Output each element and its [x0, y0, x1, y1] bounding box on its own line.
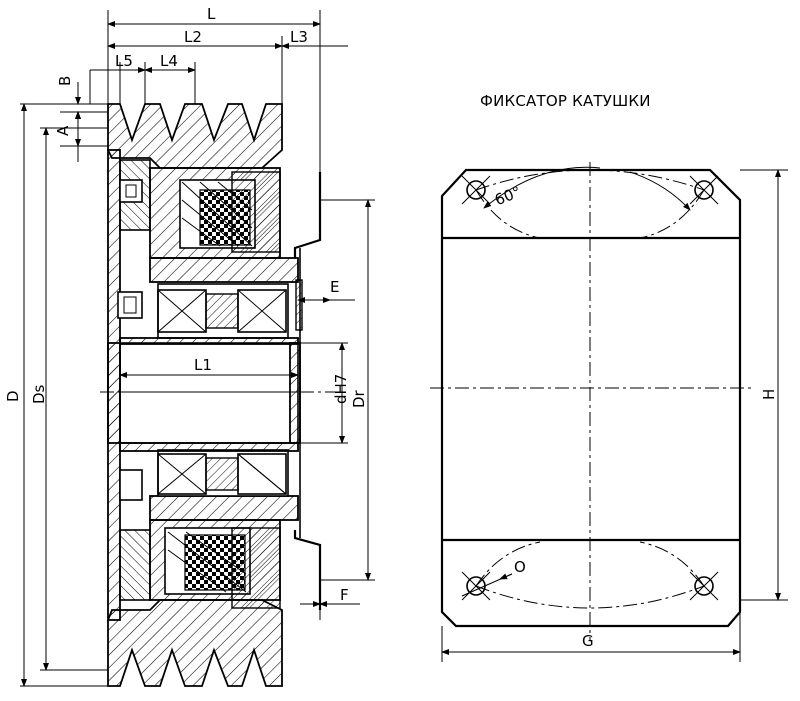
screw-mid	[117, 291, 143, 319]
dim-label-dH7: dH7	[332, 374, 350, 404]
dim-label-G: G	[582, 632, 594, 650]
dim-label-L4: L4	[160, 52, 178, 70]
left-dimensions: L L2 L3 L5 L4 B A D Ds E	[4, 5, 375, 687]
dim-label-L3: L3	[290, 28, 308, 46]
dim-label-L2: L2	[184, 28, 202, 46]
screw-top	[119, 179, 143, 203]
angle-label: 60°	[492, 183, 523, 210]
hub-bottom	[149, 495, 299, 521]
coil-bracket	[293, 172, 322, 258]
retainer-view: 60° O H G	[430, 162, 788, 662]
pulley-rim-top	[107, 103, 283, 169]
dim-label-A: A	[54, 125, 72, 136]
dim-label-E: E	[330, 278, 339, 296]
armature-top	[231, 171, 281, 253]
armature-bottom	[231, 527, 281, 609]
pulley-section-view	[100, 103, 340, 687]
flange-inner-low	[119, 529, 151, 601]
hole-top-left	[461, 175, 491, 205]
hole-top-right	[689, 175, 719, 205]
screw-low	[119, 469, 143, 501]
dim-label-O: O	[514, 558, 526, 576]
dim-label-F: F	[340, 586, 349, 604]
drawing-title: ФИКСАТОР КАТУШКИ	[480, 92, 651, 110]
dim-label-B: B	[56, 76, 74, 86]
hole-bottom-right	[689, 571, 719, 601]
dim-label-D: D	[4, 390, 22, 402]
dim-label-Ds: Ds	[30, 384, 48, 404]
dim-label-L5: L5	[115, 52, 133, 70]
dim-label-L1: L1	[194, 356, 212, 374]
pulley-rim-bottom	[107, 599, 283, 687]
dim-label-H: H	[760, 389, 778, 400]
dim-label-L: L	[207, 5, 216, 23]
dim-label-Dr: Dr	[350, 389, 368, 408]
hub-top	[149, 257, 299, 283]
retainer-outline	[440, 168, 742, 628]
